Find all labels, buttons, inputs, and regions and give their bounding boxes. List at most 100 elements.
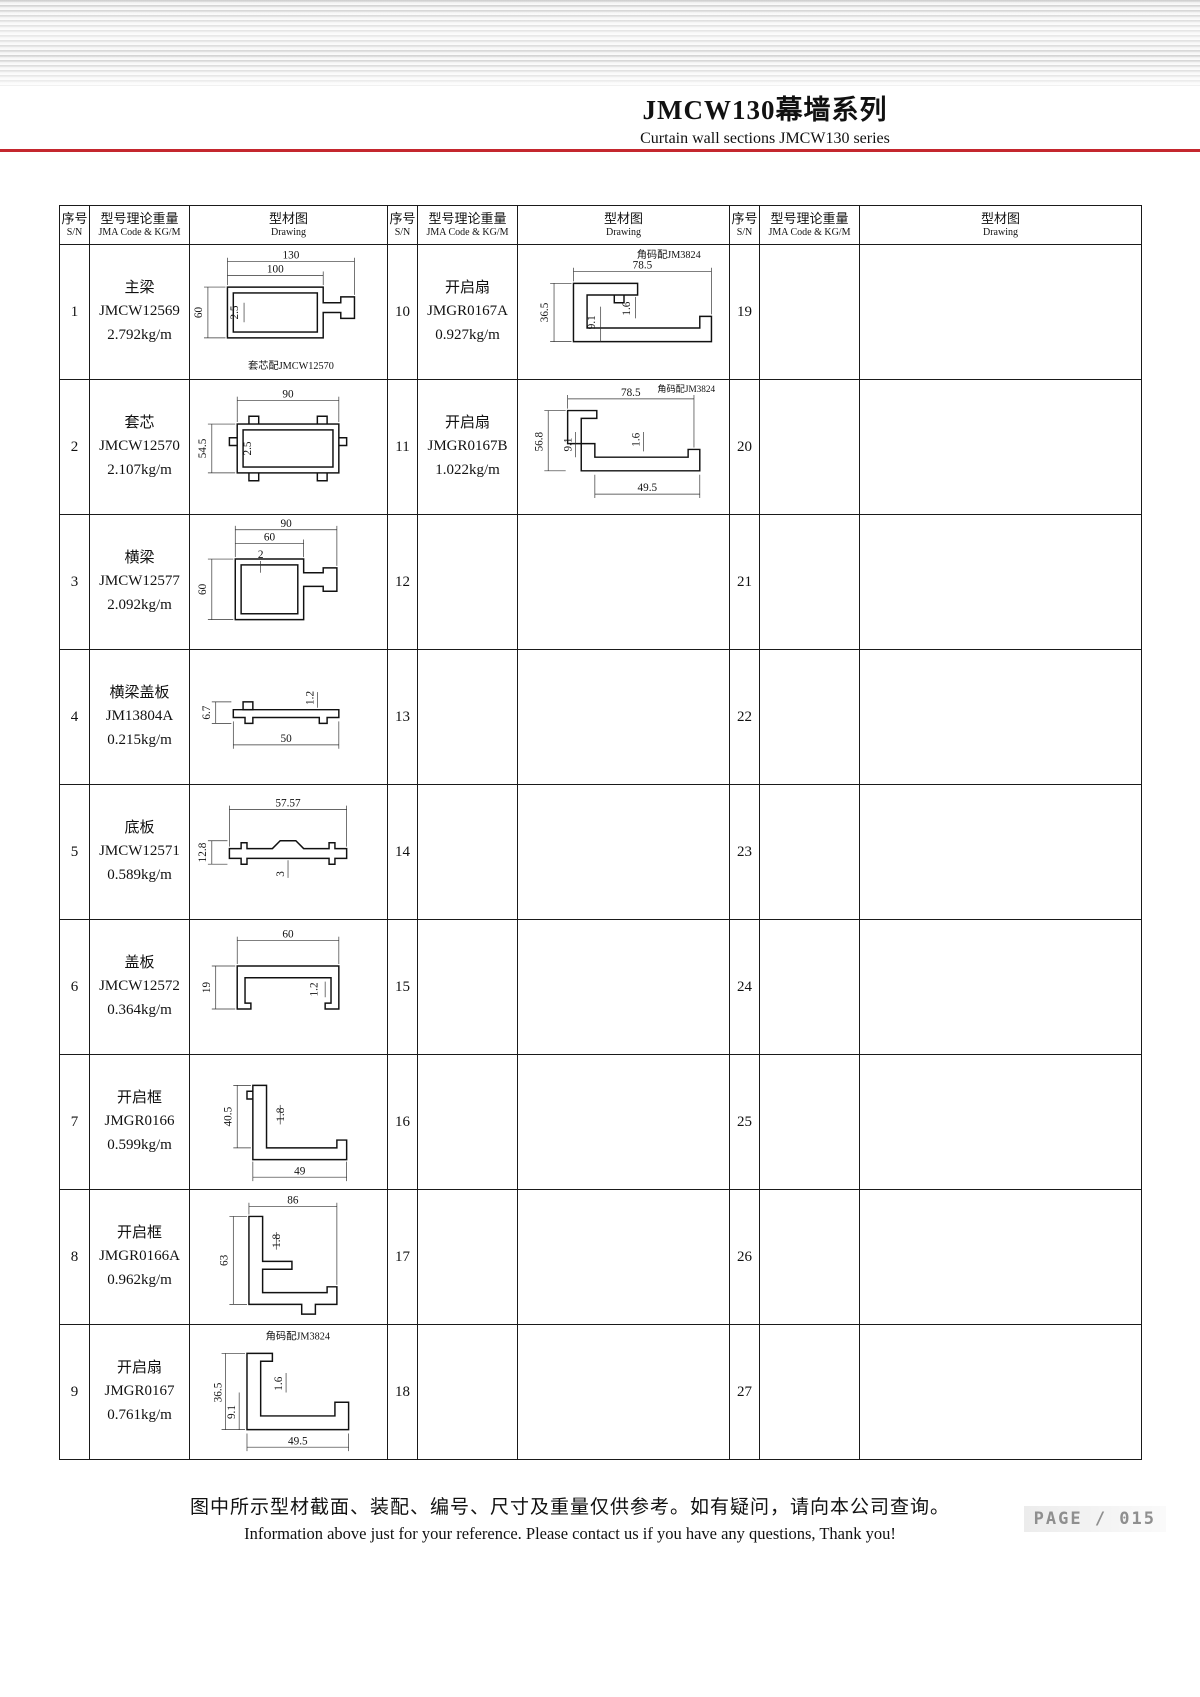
profile-name: 开启扇 (116, 1360, 162, 1377)
svg-text:2: 2 (257, 549, 263, 561)
drawing-cell: 86 63 1.8 (189, 1189, 388, 1325)
code-cell (417, 919, 518, 1055)
sn-cell: 12 (387, 514, 418, 650)
code-cell (759, 919, 860, 1055)
svg-text:9.1: 9.1 (585, 315, 597, 329)
footer-note: 图中所示型材截面、装配、编号、尺寸及重量仅供参考。如有疑问，请向本公司查询。 I… (100, 1492, 1040, 1544)
sn-cell: 1 (59, 244, 90, 380)
profile-code: JMCW12571 (99, 843, 180, 860)
code-cell (759, 514, 860, 650)
profile-weight: 0.589kg/m (107, 866, 172, 883)
svg-text:角码配JM3824: 角码配JM3824 (636, 249, 700, 261)
svg-text:19: 19 (200, 981, 212, 993)
svg-text:1.6: 1.6 (630, 432, 642, 446)
top-stripes-decoration (0, 0, 1200, 86)
sn-cell: 16 (387, 1054, 418, 1190)
svg-text:1.8: 1.8 (271, 1233, 283, 1247)
svg-text:54.5: 54.5 (196, 438, 208, 458)
sn-cell: 24 (729, 919, 760, 1055)
profile-code: JMCW12570 (99, 438, 180, 455)
page-header: JMCW130幕墙系列 Curtain wall sections JMCW13… (555, 88, 975, 148)
code-cell (759, 784, 860, 920)
profile-code: JMGR0166 (104, 1113, 175, 1130)
svg-text:49.5: 49.5 (637, 482, 657, 494)
svg-text:2.5: 2.5 (229, 305, 241, 319)
drawing-cell (517, 1189, 730, 1325)
profile-weight: 2.092kg/m (107, 596, 172, 613)
profile-code: JMGR0167B (427, 438, 508, 455)
profile-weight: 0.927kg/m (435, 326, 500, 343)
sn-cell: 7 (59, 1054, 90, 1190)
code-cell: 底板 JMCW12571 0.589kg/m (89, 784, 190, 920)
code-cell (417, 1054, 518, 1190)
profile-drawing: 6.71.250 (200, 691, 340, 749)
svg-text:3: 3 (275, 871, 287, 877)
sn-cell: 13 (387, 649, 418, 785)
sn-cell: 18 (387, 1324, 418, 1460)
page-subtitle: Curtain wall sections JMCW130 series (640, 130, 890, 147)
profile-name: 盖板 (124, 955, 155, 972)
page-title: JMCW130幕墙系列 (642, 95, 888, 125)
drawing-cell (859, 919, 1142, 1055)
footer-note-cn: 图中所示型材截面、装配、编号、尺寸及重量仅供参考。如有疑问，请向本公司查询。 (189, 1497, 950, 1518)
svg-text:56.8: 56.8 (533, 431, 545, 451)
svg-text:49: 49 (294, 1165, 306, 1177)
svg-text:86: 86 (287, 1195, 299, 1207)
profile-name: 底板 (124, 820, 155, 837)
profile-weight: 0.962kg/m (107, 1271, 172, 1288)
code-cell (759, 244, 860, 380)
sn-cell: 3 (59, 514, 90, 650)
profile-code: JMCW12572 (99, 978, 180, 995)
svg-text:12.8: 12.8 (196, 842, 208, 862)
svg-text:1.6: 1.6 (620, 301, 632, 315)
drawing-cell (859, 1054, 1142, 1190)
sn-cell: 25 (729, 1054, 760, 1190)
profile-name: 主梁 (124, 280, 155, 297)
svg-text:套芯配JMCW12570: 套芯配JMCW12570 (247, 359, 333, 372)
svg-text:60: 60 (193, 306, 205, 318)
svg-text:9.1: 9.1 (226, 1405, 238, 1419)
svg-text:90: 90 (282, 389, 294, 401)
svg-text:1.6: 1.6 (273, 1376, 285, 1390)
profile-name: 开启框 (116, 1090, 162, 1107)
sn-cell: 9 (59, 1324, 90, 1460)
svg-text:63: 63 (218, 1254, 230, 1266)
svg-text:60: 60 (282, 929, 294, 941)
code-cell (759, 1324, 860, 1460)
profile-weight: 0.215kg/m (107, 731, 172, 748)
code-cell (759, 1189, 860, 1325)
sn-cell: 4 (59, 649, 90, 785)
profile-name: 开启扇 (444, 280, 490, 297)
drawing-cell (517, 784, 730, 920)
svg-text:9.1: 9.1 (562, 438, 574, 452)
